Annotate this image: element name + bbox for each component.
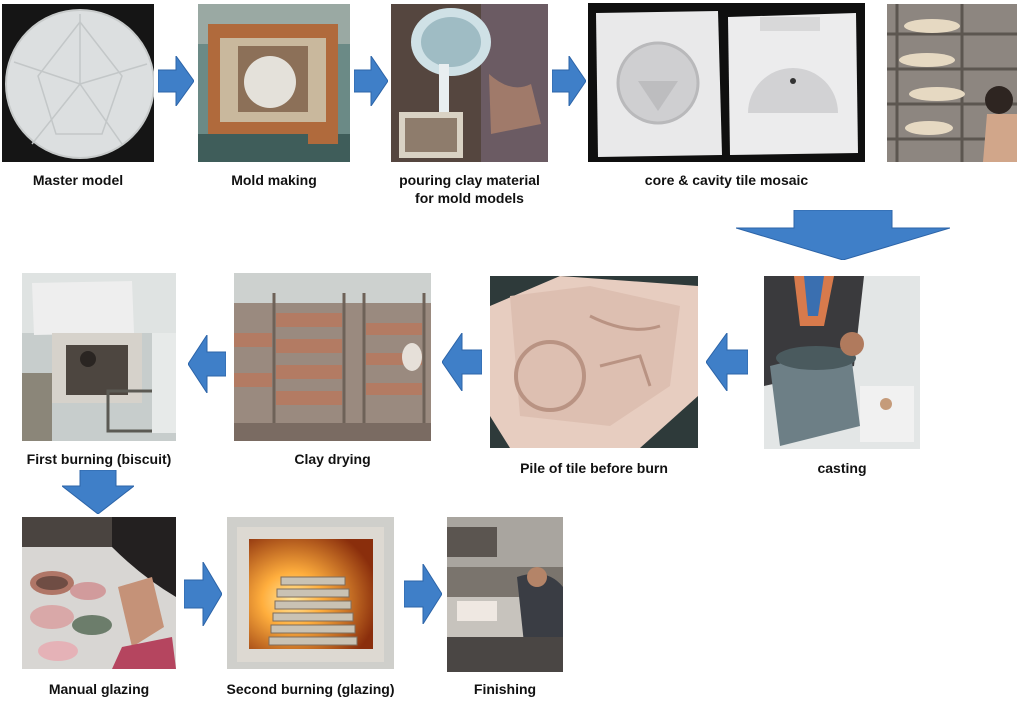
caption-first-burning: First burning (biscuit) <box>26 451 172 467</box>
caption-finishing: Finishing <box>473 681 537 697</box>
arrow-left-3 <box>706 333 748 391</box>
arrow-right-4 <box>184 562 222 626</box>
caption-mold-making: Mold making <box>231 172 317 188</box>
arrow-right-5 <box>404 564 442 624</box>
core-cavity-photo <box>588 3 865 162</box>
arrow-right-2 <box>354 56 388 106</box>
tile-rack-photo <box>887 4 1017 162</box>
arrow-right-3 <box>552 56 586 106</box>
casting-photo <box>764 276 920 449</box>
pouring-clay-photo <box>391 4 548 162</box>
caption-pile-before-burn: Pile of tile before burn <box>520 460 668 476</box>
arrow-down-large <box>736 210 950 260</box>
caption-master-model: Master model <box>32 172 124 188</box>
manual-glazing-photo <box>22 517 176 669</box>
clay-drying-photo <box>234 273 431 441</box>
finishing-photo <box>447 517 563 672</box>
caption-casting: casting <box>817 460 867 476</box>
pile-of-tile-photo <box>490 276 698 448</box>
arrow-right-1 <box>158 56 194 106</box>
caption-core-cavity: core & cavity tile mosaic <box>644 172 809 188</box>
arrow-down-small <box>62 470 134 514</box>
master-model-photo <box>2 4 154 162</box>
first-burning-photo <box>22 273 176 441</box>
mold-making-photo <box>198 4 350 162</box>
caption-manual-glazing: Manual glazing <box>48 681 150 697</box>
caption-second-burning: Second burning (glazing) <box>226 681 395 697</box>
arrow-left-2 <box>442 333 482 391</box>
caption-pouring-line2: for mold models <box>415 190 524 206</box>
caption-clay-drying: Clay drying <box>294 451 371 467</box>
caption-pouring-line1: pouring clay material <box>399 172 540 188</box>
second-burning-photo <box>227 517 394 669</box>
arrow-left-1 <box>188 335 226 393</box>
